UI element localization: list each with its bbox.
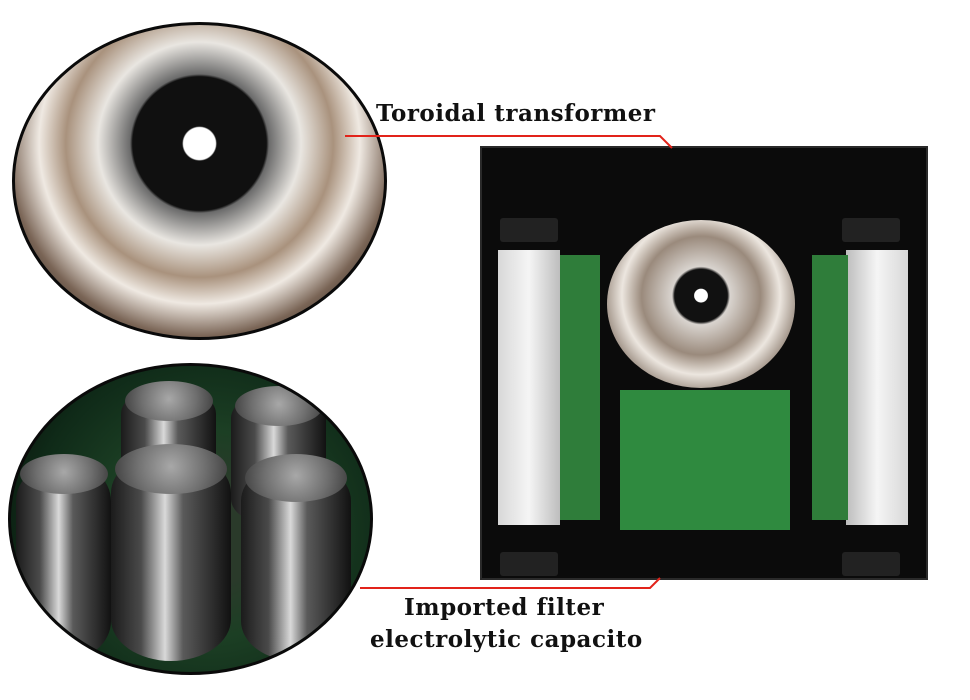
right-circuit-board [812,255,848,520]
capacitor-label-line2: electrolytic capacito [370,626,643,653]
transformer-leader-line [345,135,673,149]
transformer-label: Toroidal transformer [376,100,656,127]
capacitors-closeup-photo [8,363,373,675]
left-fan [500,218,558,242]
capacitor-label-line1: Imported filter [404,594,605,621]
chassis-toroidal-transformer [607,220,795,388]
transformer-closeup-photo [12,22,387,340]
center-circuit-board [620,390,790,530]
left-heatsink [498,250,560,525]
capacitor-leader-line [360,577,661,589]
left-circuit-board [560,255,600,520]
right-fan [842,218,900,242]
left-rear-fan [500,552,558,576]
right-heatsink [846,250,908,525]
right-rear-fan [842,552,900,576]
